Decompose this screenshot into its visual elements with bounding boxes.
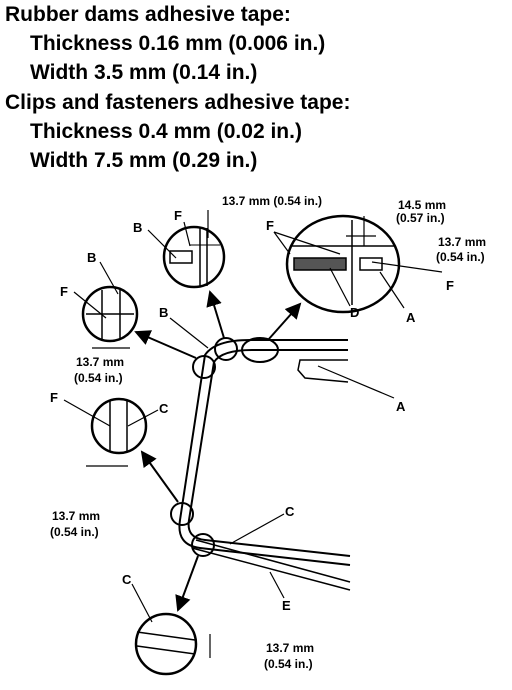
adhesive-tape-specs: Rubber dams adhesive tape: Thickness 0.1… (0, 0, 512, 175)
detail-circle-left-b (81, 285, 139, 343)
dimension-bottom-in: (0.54 in.) (264, 657, 313, 671)
frame-callout-circles (170, 337, 279, 557)
dimension-left-lower-mm: 13.7 mm (52, 509, 100, 523)
dimension-left-upper-mm: 13.7 mm (76, 355, 124, 369)
dimension-right-in: (0.54 in.) (436, 250, 485, 264)
rubber-dams-width: Width 3.5 mm (0.14 in.) (30, 61, 258, 84)
dimension-left-upper-in: (0.54 in.) (74, 371, 123, 385)
label-a-top: A (406, 310, 416, 325)
dimension-right-mm: 13.7 mm (438, 235, 486, 249)
dimension-top-label: 13.7 mm (0.54 in.) (222, 194, 322, 208)
label-b-top: B (133, 220, 142, 235)
callout-arrows (134, 290, 302, 612)
leader-lines (63, 221, 443, 623)
label-f-right: F (266, 218, 274, 233)
detail-circle-top-b (162, 225, 226, 289)
label-c-detail: C (122, 572, 132, 587)
dimension-left-lower-in: (0.54 in.) (50, 525, 99, 539)
clips-fasteners-width: Width 7.5 mm (0.29 in.) (30, 149, 258, 172)
rubber-dams-heading: Rubber dams adhesive tape: (5, 3, 291, 26)
windshield-frame (178, 339, 351, 591)
clips-fasteners-heading: Clips and fasteners adhesive tape: (5, 91, 351, 114)
rubber-dams-thickness: Thickness 0.16 mm (0.006 in.) (30, 32, 326, 55)
label-a-right: A (396, 399, 406, 414)
label-f-right-lower: F (446, 278, 454, 293)
detail-circle-left-c (90, 397, 148, 455)
label-c-bottom: C (285, 504, 295, 519)
dimension-bottom-mm: 13.7 mm (266, 641, 314, 655)
dimension-markers (86, 210, 376, 658)
detail-circle-right (285, 214, 401, 314)
label-e: E (282, 598, 291, 613)
label-f-lower-left: F (50, 390, 58, 405)
label-d: D (350, 305, 359, 320)
clips-fasteners-thickness: Thickness 0.4 mm (0.02 in.) (30, 120, 302, 143)
label-f-left: F (60, 284, 68, 299)
label-b-left: B (87, 250, 96, 265)
label-c-left: C (159, 401, 169, 416)
label-b-center: B (159, 305, 168, 320)
dimension-14-5-mm: 14.5 mm (398, 198, 446, 212)
label-f-top: F (174, 208, 182, 223)
detail-circle-bottom-c (134, 612, 198, 676)
dimension-0-57-in: (0.57 in.) (396, 211, 445, 225)
